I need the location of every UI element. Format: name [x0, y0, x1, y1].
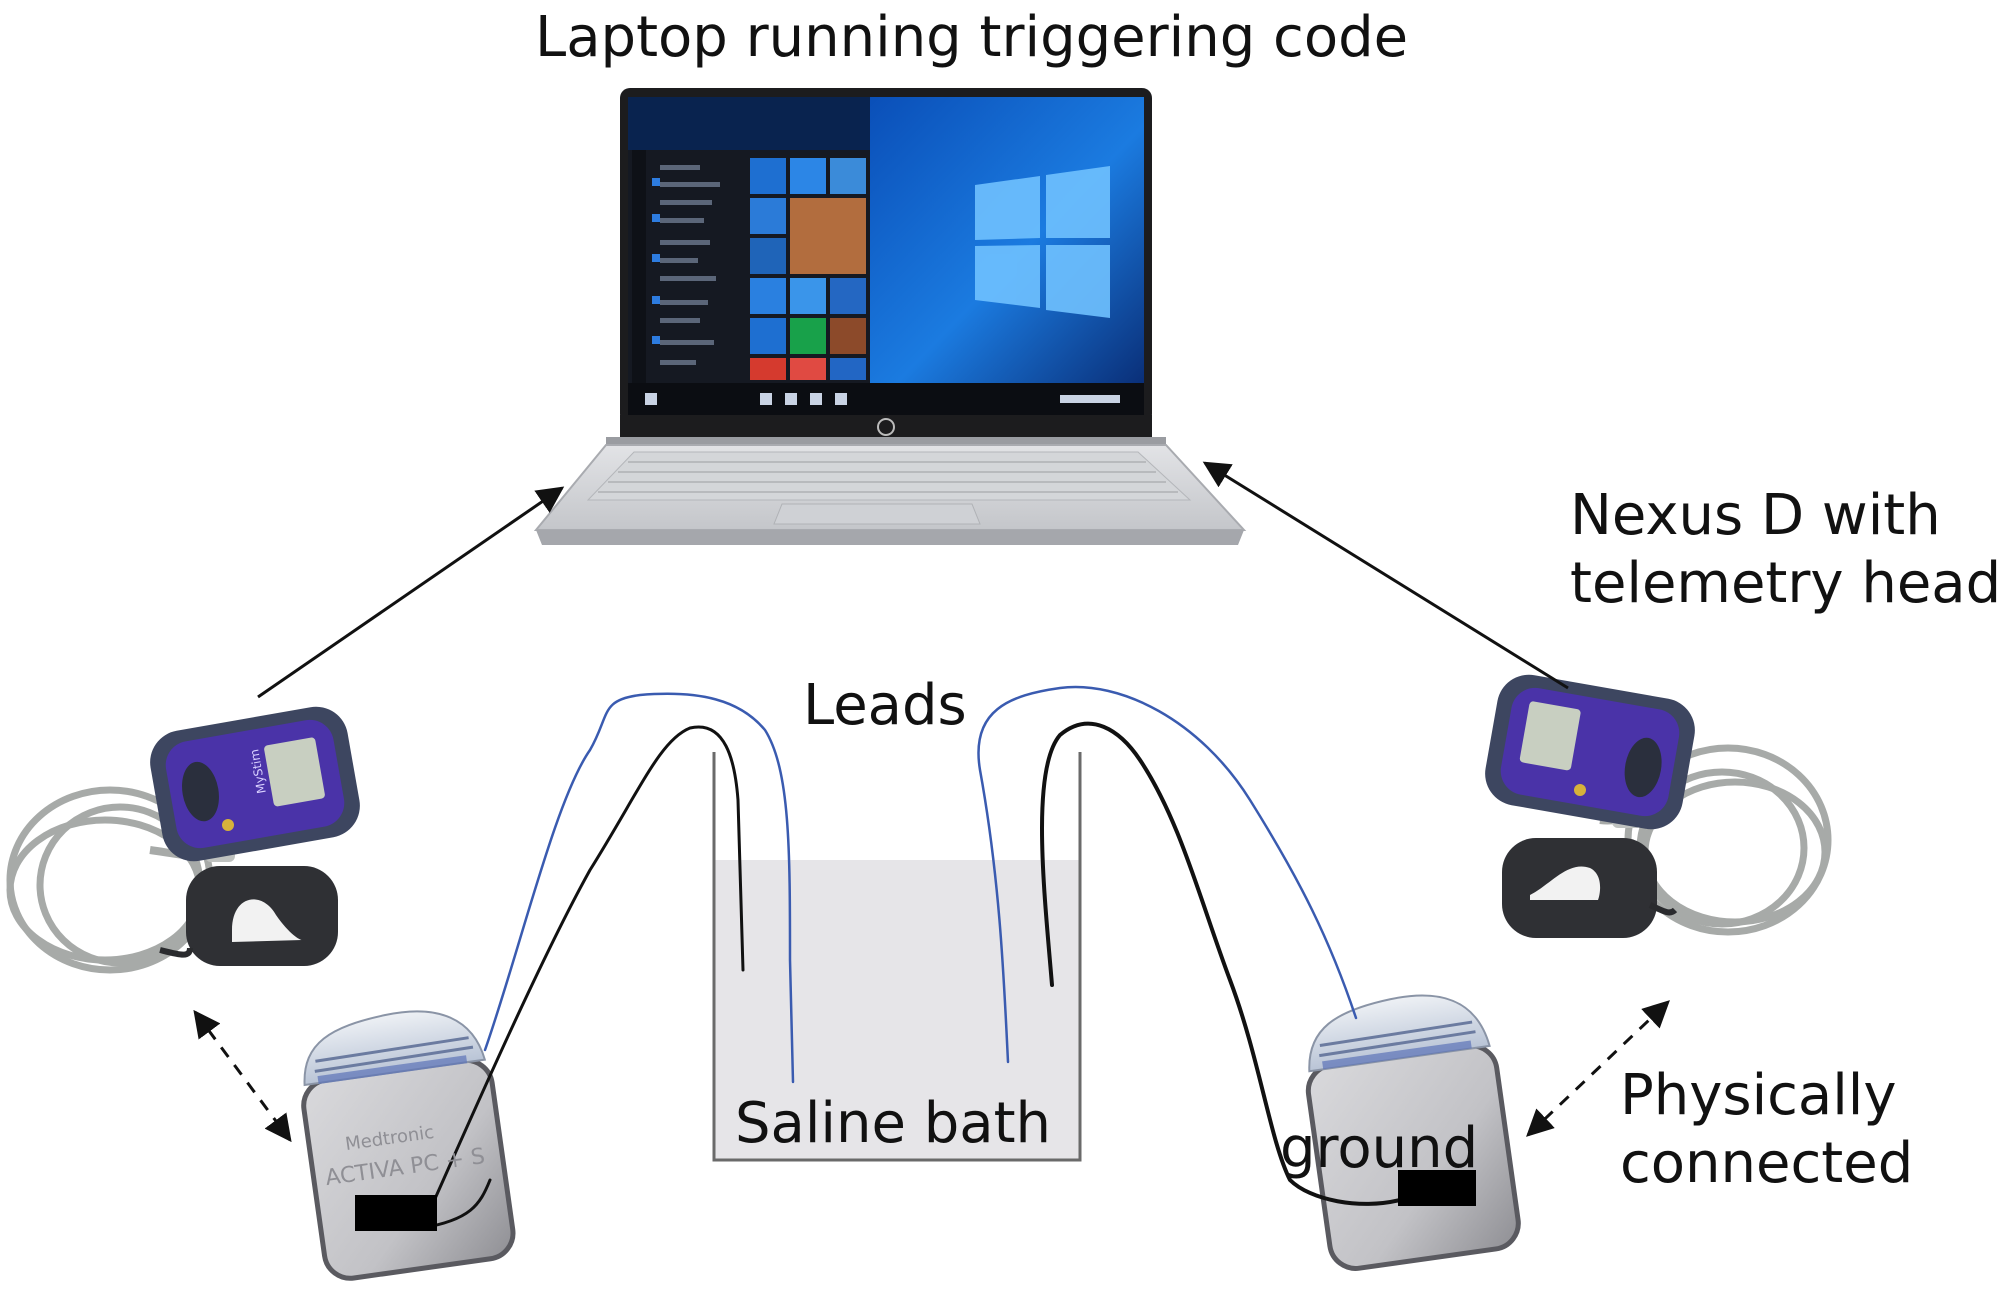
- patient-programmer-icon: [150, 706, 360, 862]
- label-leads: Leads: [803, 673, 967, 738]
- saline-bath: [712, 752, 1082, 1162]
- label-ground: ground: [1280, 1116, 1479, 1181]
- label-nexus-line1: Nexus D with: [1570, 483, 1941, 548]
- patient-programmer-right: [1485, 674, 1832, 938]
- telemetry-head-icon: [1502, 838, 1678, 938]
- label-physical-line1: Physically: [1620, 1063, 1897, 1128]
- lead-black-right: [1040, 721, 1402, 1206]
- patient-programmer-left: [6, 706, 360, 974]
- patient-programmer-icon: [1485, 674, 1695, 830]
- label-laptop: Laptop running triggering code: [535, 5, 1409, 70]
- redaction-box-left: [355, 1195, 437, 1231]
- arrow-programmer-right-to-laptop: [1202, 461, 1569, 690]
- lead-blue-right: [977, 685, 1358, 1064]
- lead-black-left: [428, 725, 745, 1212]
- arrows: [193, 461, 1670, 1143]
- telemetry-head-icon: [159, 866, 338, 966]
- arrow-right-wireless: [1526, 1000, 1670, 1137]
- label-saline-bath: Saline bath: [735, 1091, 1052, 1156]
- label-physically-connected: Physically connected: [1620, 1062, 1913, 1199]
- label-nexus-line2: telemetry head: [1570, 551, 2002, 617]
- lead-blue-left: [483, 692, 795, 1084]
- arrow-programmer-left-to-laptop: [257, 486, 565, 699]
- arrow-left-wireless: [193, 1009, 292, 1143]
- label-physical-line2: connected: [1620, 1131, 1914, 1197]
- label-nexus-d: Nexus D with telemetry head: [1570, 482, 2001, 619]
- redaction-box-right: [1398, 1170, 1476, 1206]
- leads: [420, 685, 1402, 1230]
- laptop-icon: [533, 88, 1247, 545]
